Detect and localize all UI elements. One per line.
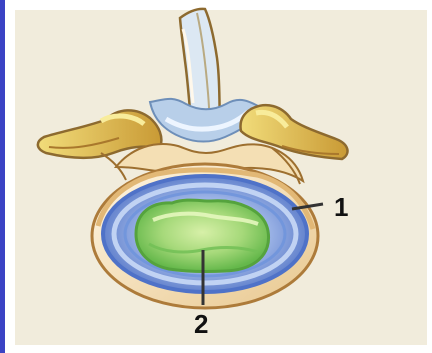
label-1: 1 xyxy=(334,192,348,222)
label-2: 2 xyxy=(194,309,208,339)
spinous-process xyxy=(180,9,220,119)
